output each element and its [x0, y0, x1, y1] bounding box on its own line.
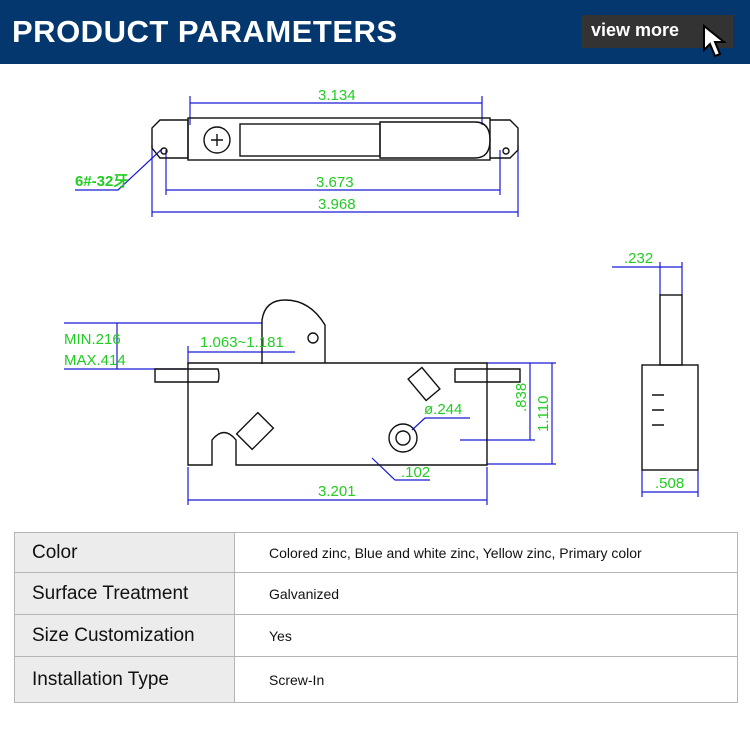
spec-label: Surface Treatment [14, 572, 235, 615]
dim-side-base: .508 [655, 475, 684, 492]
spec-value: Screw-In [234, 656, 738, 703]
header-banner: PRODUCT PARAMETERS view more [0, 0, 750, 64]
spec-value: Colored zinc, Blue and white zinc, Yello… [234, 532, 738, 573]
dim-3673: 3.673 [316, 174, 354, 191]
dim-range: 1.063~1.181 [200, 334, 284, 351]
dim-height-1: .838 [513, 383, 530, 412]
page-title: PRODUCT PARAMETERS [12, 14, 398, 49]
dim-side-top: .232 [624, 250, 653, 267]
dim-3134: 3.134 [318, 87, 356, 104]
dim-offset: .102 [401, 464, 430, 481]
dim-3968: 3.968 [318, 196, 356, 213]
spec-label: Size Customization [14, 614, 235, 657]
dim-min: MIN.216 [64, 331, 121, 348]
technical-drawing: 3.134 3.673 3.968 6#-32牙 MIN.216 MAX.414… [64, 87, 699, 505]
dim-max: MAX.414 [64, 352, 126, 369]
spec-label: Installation Type [14, 656, 235, 703]
dim-height-2: 1.110 [535, 396, 552, 432]
spec-label: Color [14, 532, 235, 573]
spec-value: Yes [234, 614, 738, 657]
spec-value: Galvanized [234, 572, 738, 615]
thread-label: 6#-32牙 [75, 173, 128, 190]
cursor-arrow-icon [703, 24, 727, 58]
dim-length: 3.201 [318, 483, 356, 500]
dim-diameter: ø.244 [424, 401, 462, 418]
